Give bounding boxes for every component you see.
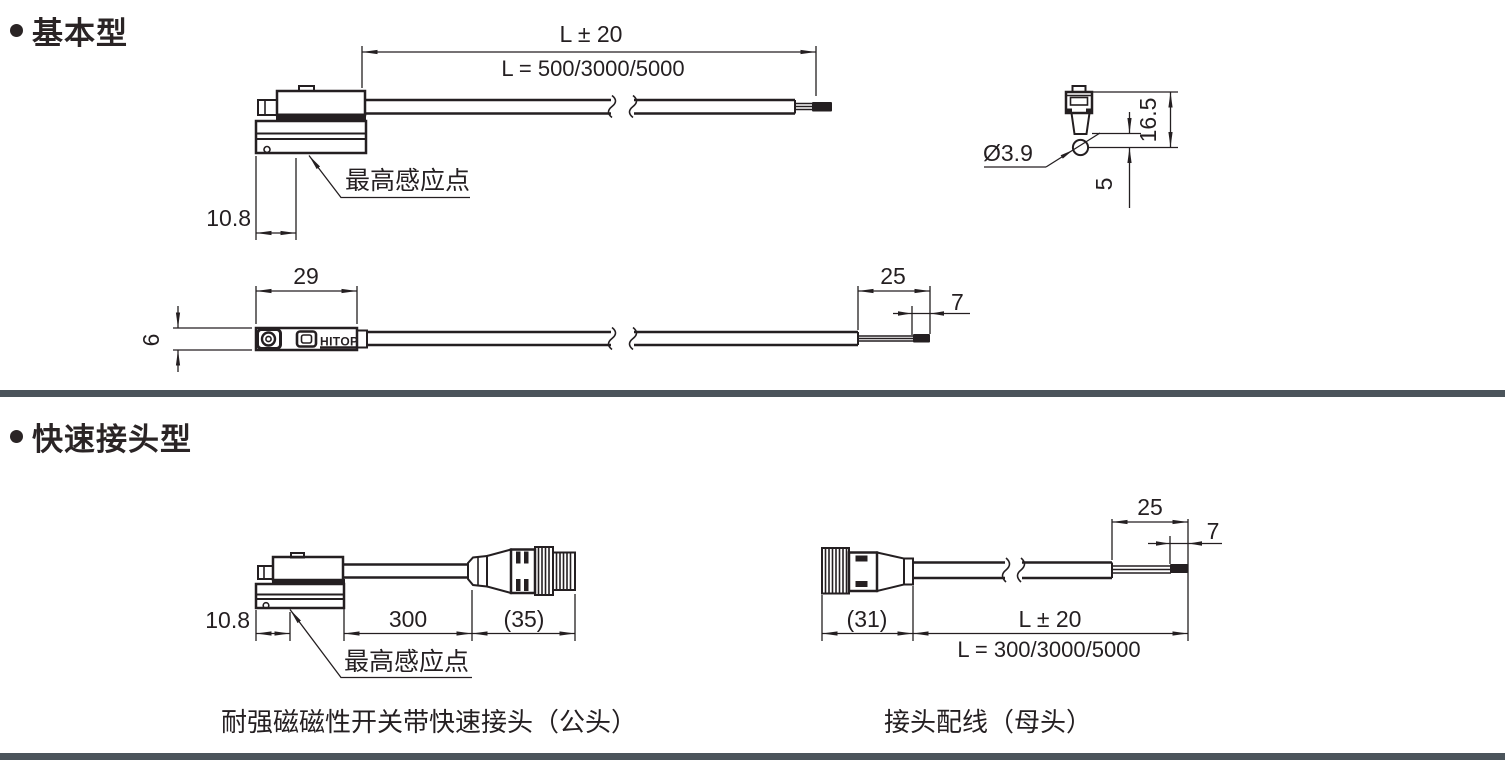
- set-screw: [257, 99, 278, 116]
- cable-female: [913, 557, 1188, 583]
- cable-basic: [366, 94, 832, 119]
- dim-l-values-label: L = 500/3000/5000: [501, 56, 684, 81]
- sensing-point-label-basic: 最高感应点: [345, 167, 470, 195]
- leader-sensing-point-male: [289, 609, 472, 679]
- logo-text: HITOP: [320, 335, 358, 349]
- dim-tip-length-label-female: 7: [1207, 518, 1220, 544]
- sensing-point-label-male: 最高感应点: [344, 648, 469, 676]
- basic-side-view-drawing: L ± 20 L = 500/3000/5000 最高感应点 10.8: [206, 21, 832, 240]
- section-title-quick: 快速接头型: [32, 422, 192, 457]
- screw-hole: [263, 145, 271, 154]
- caption-female: 接头配线（母头）: [884, 707, 1092, 737]
- mount-hole: [260, 331, 277, 347]
- section-header-basic: 基本型: [10, 8, 128, 53]
- dim-l-tolerance-label-female: L ± 20: [1019, 606, 1082, 632]
- sensor-body-top: HITOP: [254, 326, 368, 352]
- basic-top-view-drawing: 29 6 HITOP: [138, 263, 970, 372]
- leader-sensing-point-basic: [308, 155, 470, 199]
- female-connector: [821, 547, 914, 595]
- dim-offset-basic: [255, 156, 297, 240]
- dim-height-16-5: [1089, 91, 1178, 149]
- dim-body-length-29: [255, 286, 358, 324]
- dim-hole-diameter-label: Ø3.9: [983, 140, 1033, 166]
- logo-mark-icon: [295, 330, 318, 348]
- dim-body-length-label: 29: [293, 263, 319, 289]
- threaded-end: [552, 551, 576, 591]
- dim-strip-length-basic: [857, 286, 931, 334]
- wire-tip: [1170, 564, 1188, 573]
- mount-block: [256, 328, 282, 350]
- cable-break-icon: [628, 326, 638, 351]
- switch-housing: [275, 89, 367, 117]
- bullet-icon: [10, 430, 23, 443]
- dim-l-tolerance-label: L ± 20: [560, 21, 623, 47]
- dim-tip-length-female: [1148, 536, 1222, 564]
- male-connector: [467, 546, 576, 596]
- leader-hole-diameter: [984, 132, 1101, 168]
- bullet-icon: [10, 24, 23, 37]
- cable-break-icon: [1001, 557, 1011, 583]
- dim-l-tolerance-basic: [361, 46, 817, 96]
- caption-male: 耐强磁磁性开关带快速接头（公头）: [221, 707, 637, 737]
- dim-ball-offset-5: [1092, 112, 1141, 208]
- dim-l-values-label-female: L = 300/3000/5000: [957, 637, 1140, 662]
- dim-tip-length-label: 7: [951, 289, 964, 315]
- sensor-body-side: [254, 85, 368, 155]
- dim-body-height-6: [173, 306, 252, 372]
- dim-cable-length-label: 300: [389, 606, 427, 632]
- dim-strip-length-label: 25: [880, 263, 906, 289]
- dim-offset-label-male: 10.8: [205, 607, 250, 633]
- dim-strip-length-label-female: 25: [1137, 494, 1163, 520]
- cable-gland: [356, 329, 368, 349]
- brand-logo: HITOP: [295, 330, 358, 349]
- section-title-basic: 基本型: [32, 16, 128, 51]
- dim-height-label: 16.5: [1135, 98, 1161, 143]
- mounting-ball: [1071, 138, 1090, 157]
- quick-male-drawing: 10.8 300 (35) 最高感应点 耐强磁磁性开关带快速接头（公头）: [205, 546, 637, 737]
- sensor-end-view: [1064, 85, 1094, 157]
- cable-basic-top: [367, 326, 930, 351]
- rail-body: [254, 119, 368, 155]
- dim-strip-length-female: [1111, 519, 1189, 641]
- dim-connector-length-35: [472, 594, 576, 641]
- dim-offset-label-basic: 10.8: [206, 205, 251, 231]
- cable-break-icon: [607, 94, 617, 119]
- basic-end-view-drawing: 16.5 5 Ø3.9: [983, 85, 1178, 208]
- section-header-quick: 快速接头型: [10, 414, 192, 459]
- wire-tip: [812, 102, 832, 112]
- dim-tip-length-basic: [893, 306, 970, 335]
- housing-tab: [298, 85, 315, 92]
- sensor-body-male: [254, 552, 346, 610]
- cable-break-icon: [628, 94, 638, 119]
- dim-ball-offset-label: 5: [1091, 178, 1117, 191]
- section-divider: [0, 390, 1505, 397]
- dim-offset-male: [255, 610, 291, 641]
- bottom-border: [0, 753, 1505, 760]
- dim-connector-length-label-female: (31): [847, 606, 888, 632]
- dim-body-height-label: 6: [138, 334, 164, 347]
- dim-connector-length-label-male: (35): [504, 606, 545, 632]
- quick-female-drawing: 25 7 (31) L ± 20 L = 300/3000/5000: [821, 494, 1222, 737]
- wire-tip: [913, 334, 930, 343]
- cable-break-icon: [607, 326, 617, 351]
